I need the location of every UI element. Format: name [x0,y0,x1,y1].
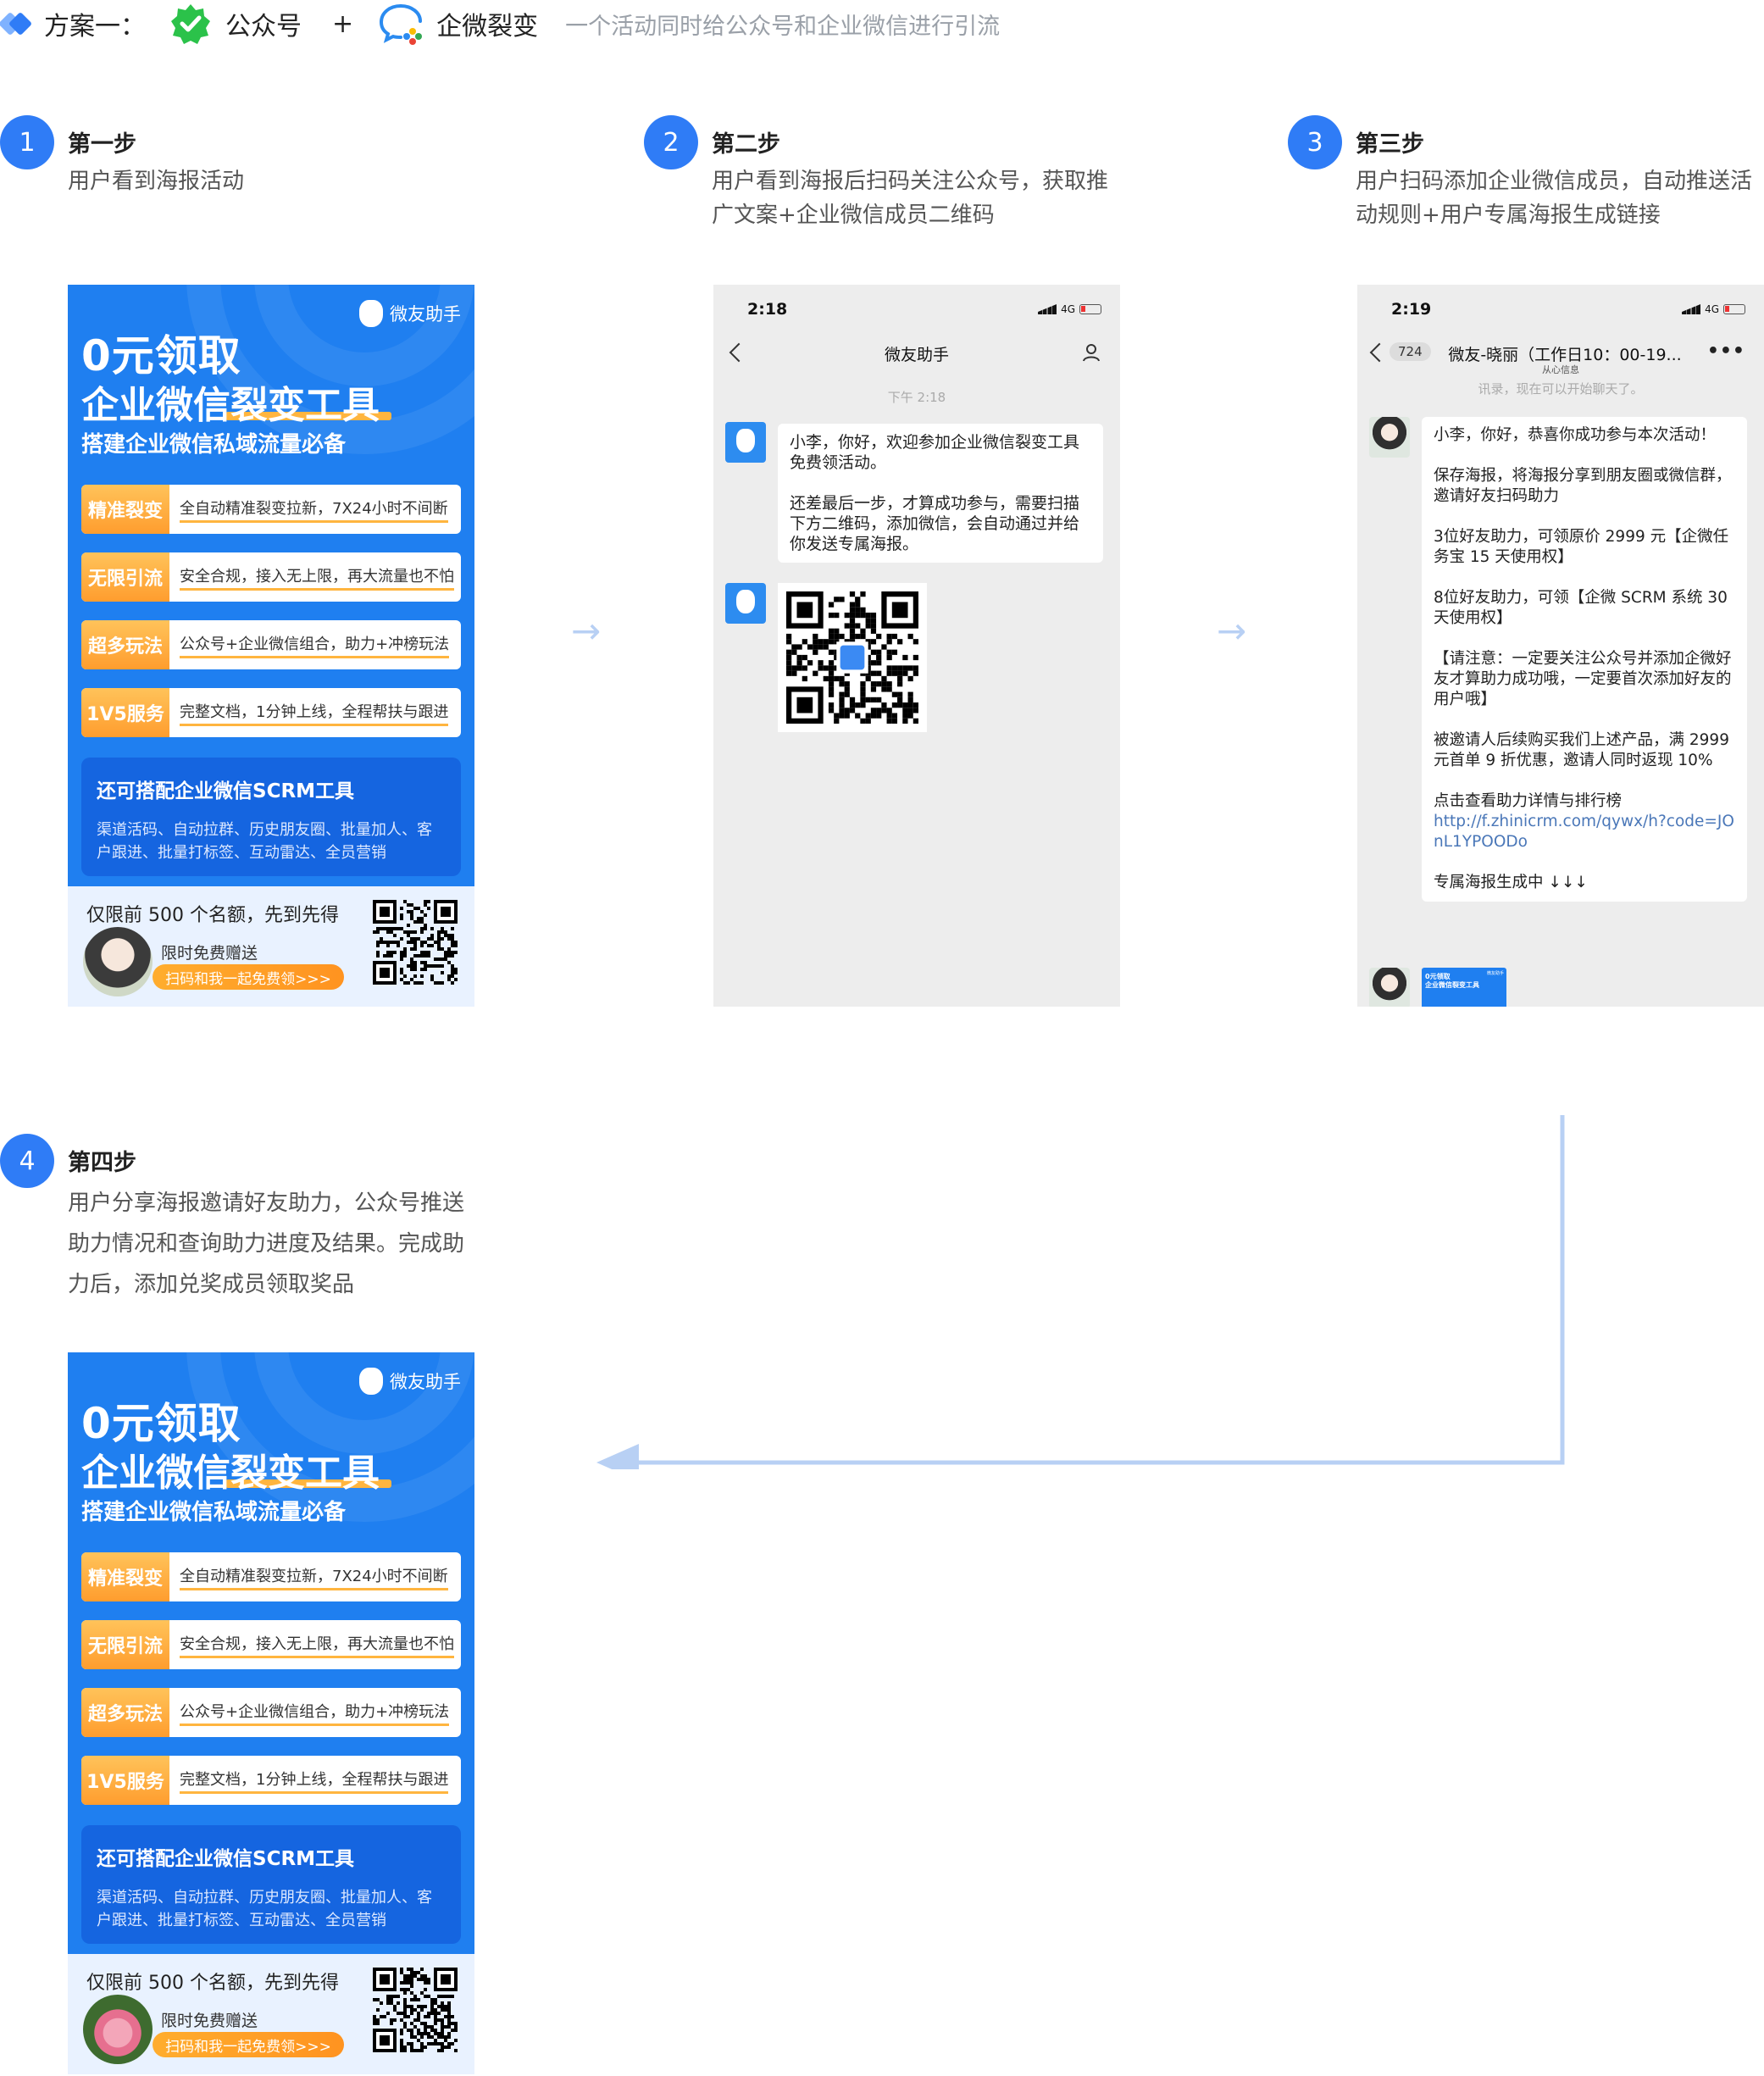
chat-message: 小李，你好，欢迎参加企业微信裂变工具免费领活动。 还差最后一步，才算成功参与，需… [778,424,1103,563]
more-icon[interactable]: ••• [1706,341,1745,362]
feature-row: 无限引流安全合规，接入无上限，再大流量也不怕 [81,552,461,602]
robot-icon [359,1368,383,1395]
step-number: 2 [644,115,698,169]
step-2: 2 第二步 用户看到海报后扫码关注公众号，获取推广文案+企业微信成员二维码 [644,115,1118,251]
step-desc: 用户分享海报邀请好友助力，公众号推送助力情况和查询助力进度及结果。完成助力后，添… [68,1191,465,1297]
poster-footer: 仅限前 500 个名额，先到先得 限时免费赠送 扫码和我一起免费领>>> [68,886,474,1007]
phone-screen-gzh: 2:18 4G 微友助手 下午 2:18 小李，你好，欢迎参加企业微信裂变工具免… [713,285,1120,1007]
return-flow-arrow-icon [596,1115,1565,1469]
poster-footer: 仅限前 500 个名额，先到先得 限时免费赠送 扫码和我一起免费领>>> [68,1954,474,2074]
wecom-logo-icon [380,4,423,45]
step-4: 4 第四步 用户分享海报邀请好友助力，公众号推送助力情况和查询助力进度及结果。完… [0,1134,474,1320]
scrm-box: 还可搭配企业微信SCRM工具 渠道活码、自动拉群、历史朋友圈、批量加人、客户跟进… [81,758,461,876]
bot-avatar [725,583,766,624]
campaign-poster: 微友助手 0元领取 企业微信裂变工具 搭建企业微信私域流量必备 精准裂变全自动精… [68,285,474,1007]
feature-row: 精准裂变全自动精准裂变拉新，7X24小时不间断 [81,1552,461,1601]
step-title: 第三步 [1356,131,1424,158]
phone-screen-wecom: 2:19 4G 724 微友-晓丽（工作日10：00-19... 从心信息 ••… [1357,285,1764,1007]
campaign-poster-share: 微友助手 0元领取 企业微信裂变工具 搭建企业微信私域流量必备 精准裂变全自动精… [68,1352,474,2074]
feature-row: 超多玩法公众号+企业微信组合，助力+冲榜玩法 [81,1688,461,1737]
status-time: 2:19 [1391,300,1432,319]
feature-row: 精准裂变全自动精准裂变拉新，7X24小时不间断 [81,485,461,534]
chat-title: 微友助手 [884,346,949,364]
scan-cta-button[interactable]: 扫码和我一起免费领>>> [153,2032,344,2057]
poster-thumbnail[interactable]: 0元领取 企业微信裂变工具 微友助手 [1422,968,1506,1007]
feature-row: 1V5服务完整文档，1分钟上线，全程帮扶与跟进 [81,1756,461,1805]
diamond-logo-icon [0,8,33,39]
step-3: 3 第三步 用户扫码添加企业微信成员，自动推送活动规则+用户专属海报生成链接 [1288,115,1762,251]
step-number: 3 [1288,115,1342,169]
step-1: 1 第一步 用户看到海报活动 [0,115,356,217]
flow-arrow-icon: → [571,610,602,652]
poster-brand: 微友助手 [359,300,461,327]
poster-tagline: 搭建企业微信私域流量必备 [81,1500,347,1525]
scan-cta-button[interactable]: 扫码和我一起免费领>>> [153,964,344,990]
status-time: 2:18 [747,300,788,319]
step-number: 4 [0,1134,54,1188]
chat-title: 微友-晓丽（工作日10：00-19... [1448,346,1682,364]
feature-row: 超多玩法公众号+企业微信组合，助力+冲榜玩法 [81,620,461,669]
scheme-header: 方案一： 公众号 + 企微裂变 一个活动同时给公众号和企业微信进行引流 [0,0,1000,47]
poster-tagline: 搭建企业微信私域流量必备 [81,432,347,458]
unread-badge: 724 [1390,342,1431,361]
chat-timestamp: 下午 2:18 [887,390,946,405]
flow-arrow-icon: → [1217,610,1247,652]
step-title: 第二步 [712,131,780,158]
feature-row: 1V5服务完整文档，1分钟上线，全程帮扶与跟进 [81,688,461,737]
step-desc: 用户扫码添加企业微信成员，自动推送活动规则+用户专属海报生成链接 [1356,169,1753,228]
battery-icon [1723,304,1745,314]
step-number: 1 [0,115,54,169]
qr-code-icon [786,591,918,724]
poster-product: 企业微信裂变工具 [81,384,380,427]
member-qr-code[interactable] [778,583,927,732]
poster-headline: 0元领取 [81,1399,241,1448]
poster-product: 企业微信裂变工具 [81,1452,380,1495]
step-desc: 用户看到海报后扫码关注公众号，获取推广文案+企业微信成员二维码 [712,169,1109,228]
step-title: 第一步 [68,131,136,158]
bot-avatar [725,422,766,463]
scheme-title: 方案一： [44,12,146,42]
qr-code-icon[interactable] [373,900,458,985]
scheme-subtitle: 一个活动同时给公众号和企业微信进行引流 [565,13,1001,40]
agent-avatar [1369,968,1410,1007]
step-desc: 用户看到海报活动 [68,169,245,194]
step-title: 第四步 [68,1150,136,1176]
qw-label: 企微裂变 [436,12,539,42]
poster-brand: 微友助手 [359,1368,461,1395]
poster-headline: 0元领取 [81,331,241,380]
agent-avatar [1369,417,1410,458]
profile-icon[interactable] [1081,342,1101,363]
qr-code-icon[interactable] [373,1968,458,2052]
verified-badge-icon [171,4,210,44]
status-signal: 4G [1682,303,1745,315]
robot-icon [359,300,383,327]
avatar [83,927,153,996]
plus-sign: + [332,8,354,39]
status-signal: 4G [1038,303,1101,315]
chat-message: 小李，你好，恭喜你成功参与本次活动！ 保存海报，将海报分享到朋友圈或微信群，邀请… [1422,417,1747,902]
chat-subtitle: 从心信息 [1542,364,1579,375]
avatar [83,1995,153,2064]
feature-row: 无限引流安全合规，接入无上限，再大流量也不怕 [81,1620,461,1669]
helper-link[interactable]: http://f.zhinicrm.com/qywx/h?code=JOnL1Y… [1434,813,1734,851]
battery-icon [1079,304,1101,314]
system-message: 讯录，现在可以开始聊天了。 [1478,381,1644,397]
scrm-box: 还可搭配企业微信SCRM工具 渠道活码、自动拉群、历史朋友圈、批量加人、客户跟进… [81,1825,461,1944]
gzh-label: 公众号 [225,12,302,42]
